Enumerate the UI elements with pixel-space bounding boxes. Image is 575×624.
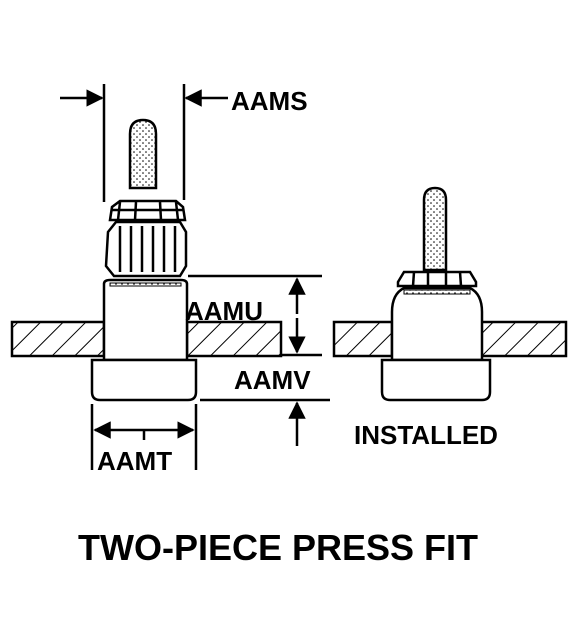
dimension-aamt — [90, 404, 198, 470]
dimension-aams — [60, 84, 228, 202]
label-aamt: AAMT — [97, 446, 172, 476]
dimension-aamu-aamv — [188, 274, 330, 446]
label-aamu: AAMU — [185, 296, 263, 326]
label-aams: AAMS — [231, 86, 308, 116]
left-fastener — [90, 118, 198, 402]
label-aamv: AAMV — [234, 365, 311, 395]
label-installed: INSTALLED — [354, 420, 498, 450]
installed-fastener — [380, 186, 492, 402]
right-panel-plate — [332, 320, 568, 358]
diagram-title: TWO-PIECE PRESS FIT — [78, 527, 478, 568]
left-panel-plate — [10, 320, 283, 358]
